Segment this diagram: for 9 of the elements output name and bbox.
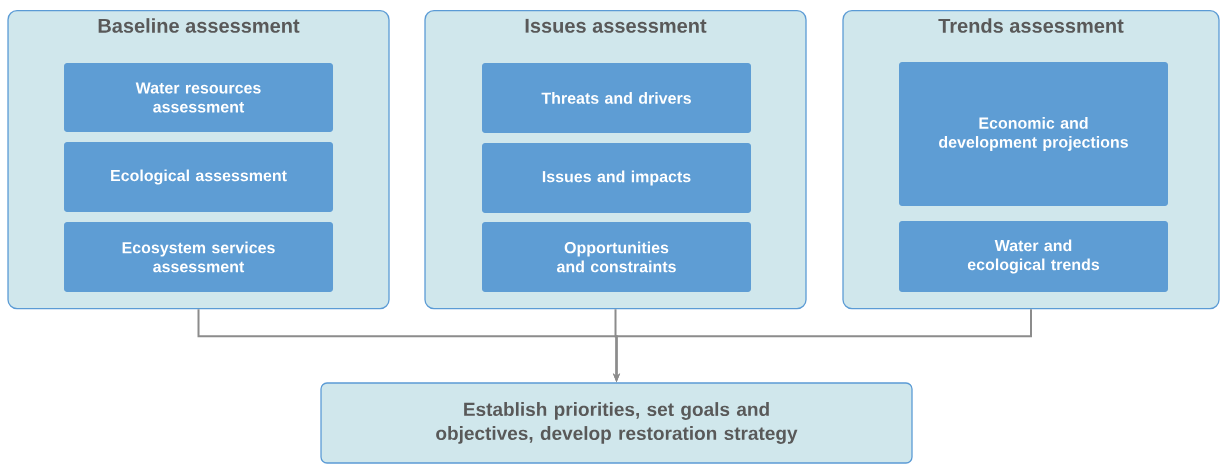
process-box: Economic and development projections bbox=[899, 62, 1168, 206]
process-box: Opportunities and constraints bbox=[482, 222, 751, 292]
process-box: Water resources assessment bbox=[64, 63, 333, 132]
process-box: Water and ecological trends bbox=[899, 221, 1168, 292]
process-box: Ecological assessment bbox=[64, 142, 333, 212]
process-box: Threats and drivers bbox=[482, 63, 751, 133]
process-box: Ecosystem services assessment bbox=[64, 222, 333, 292]
process-box: Issues and impacts bbox=[482, 143, 751, 213]
goal-box: Establish priorities, set goals and objectives, develop restoration strategy bbox=[320, 382, 913, 464]
